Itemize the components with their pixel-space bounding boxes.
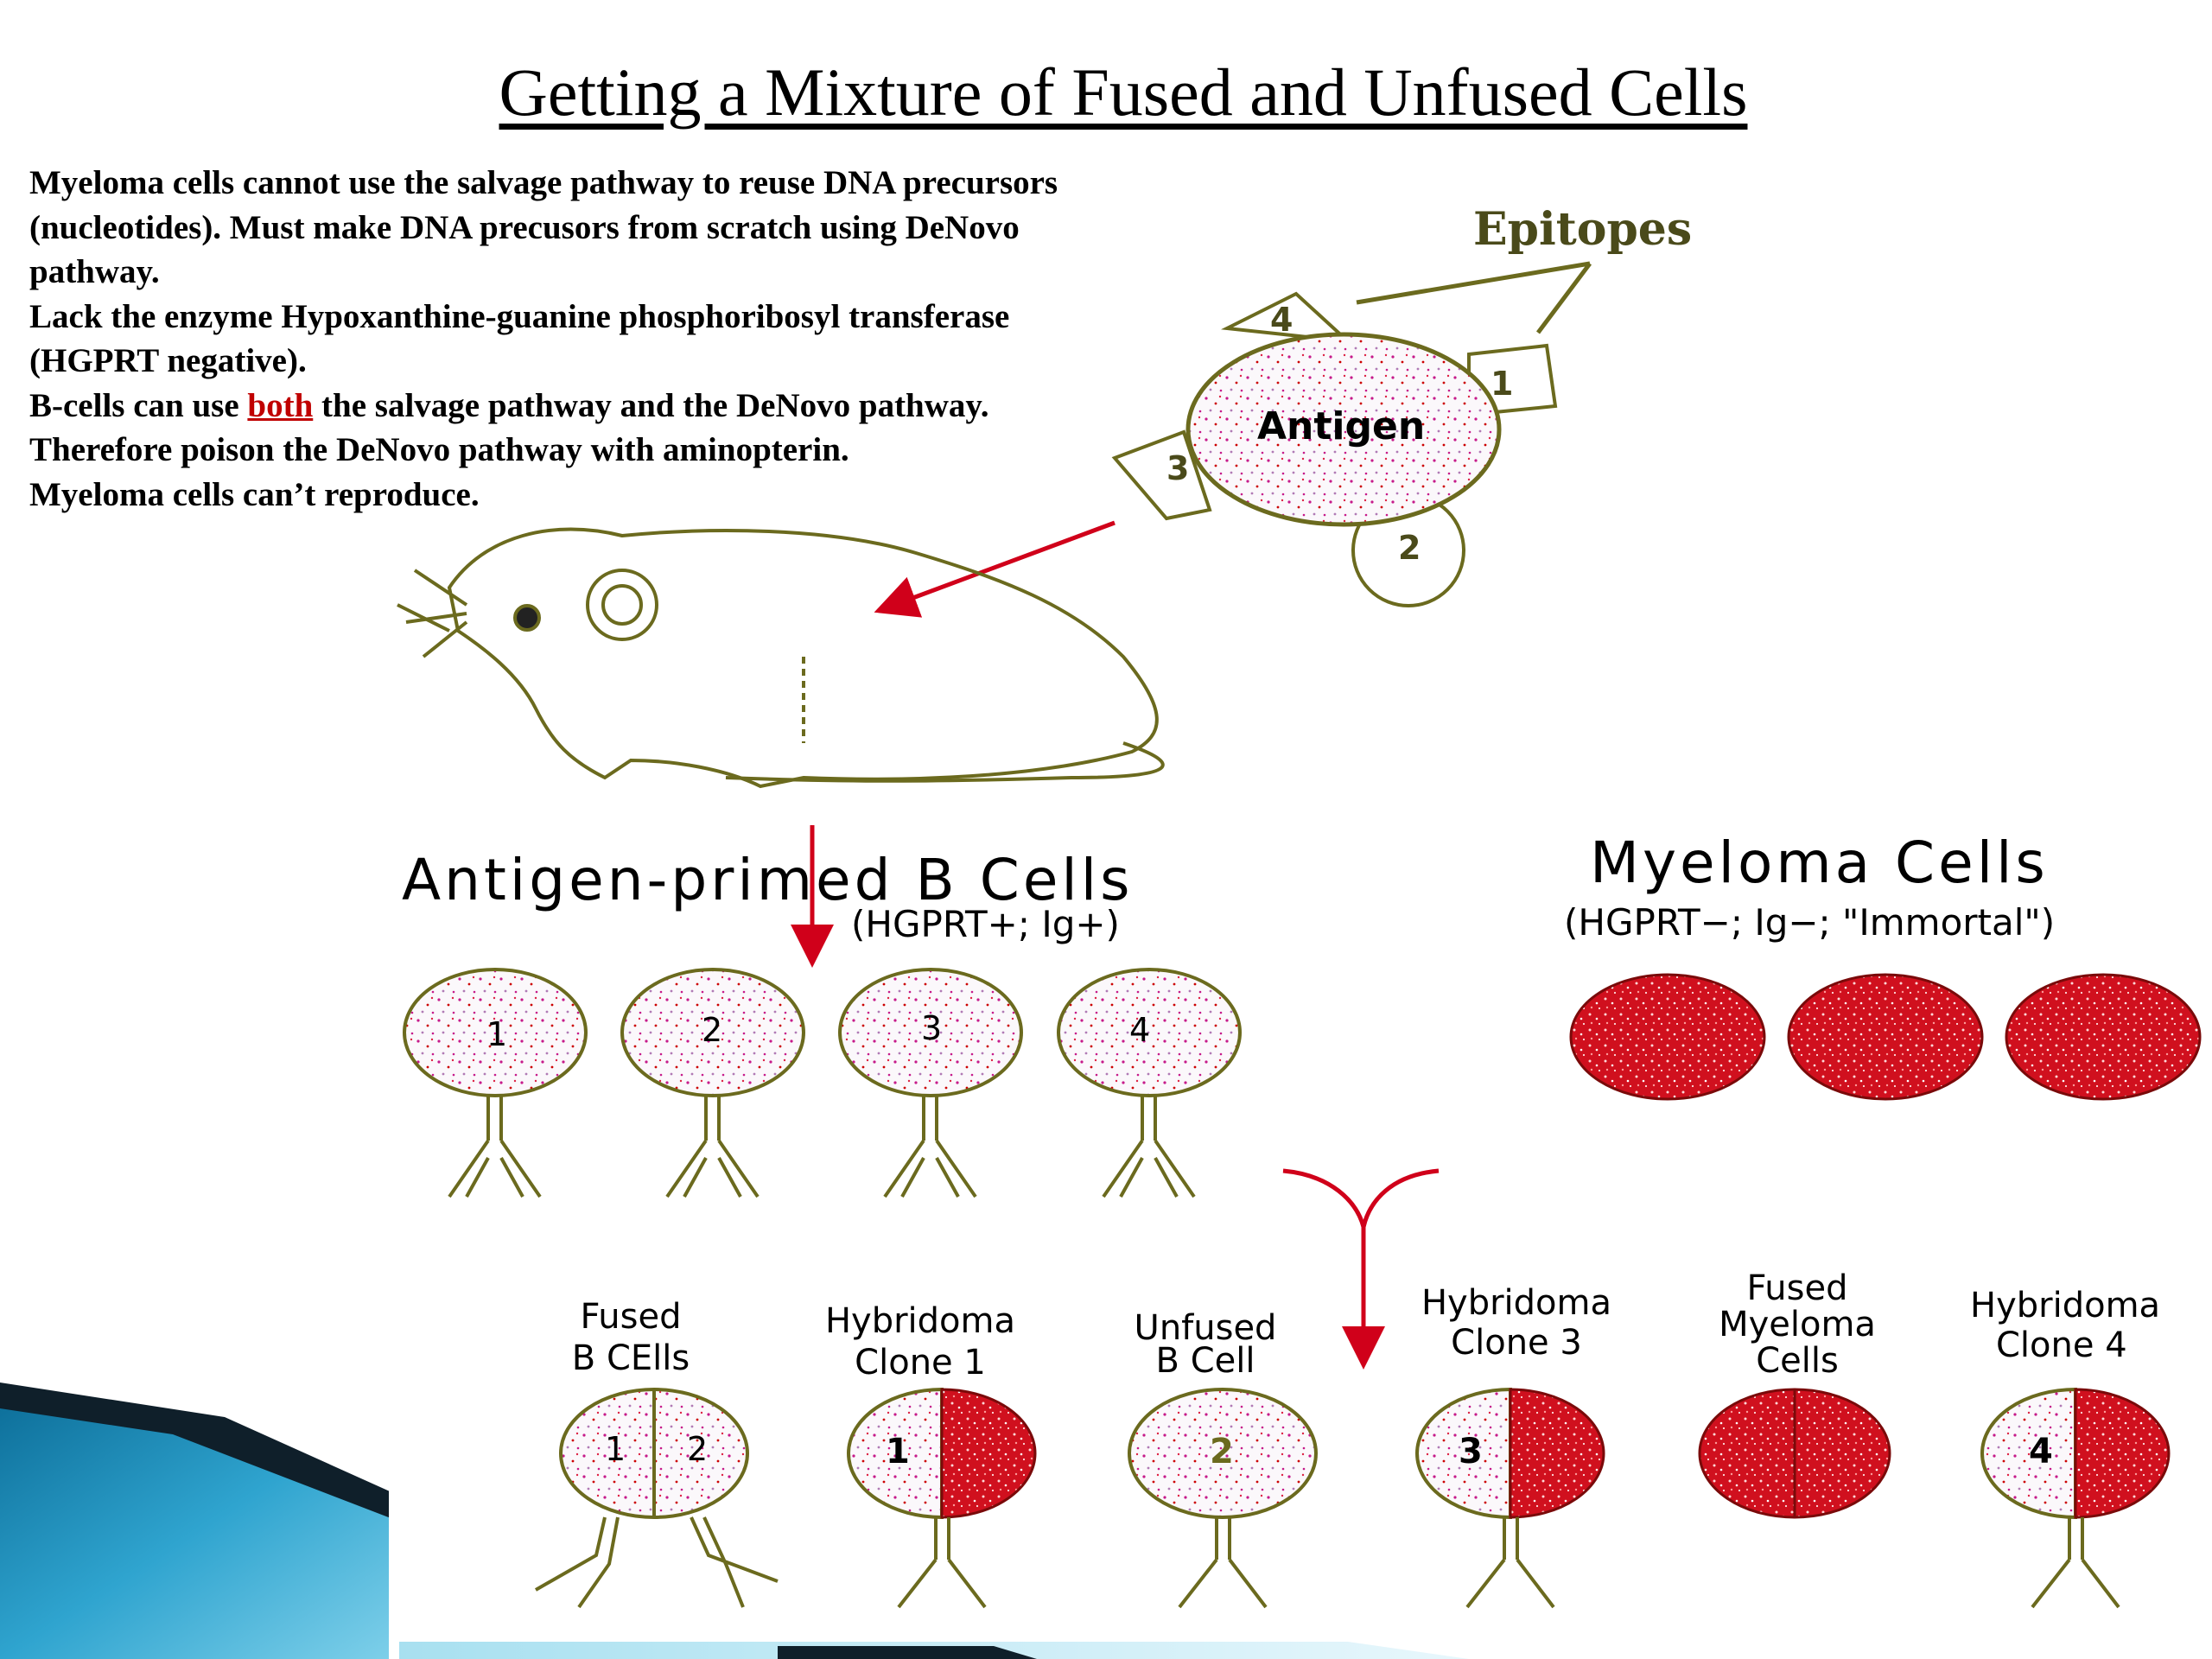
epitope-number-2: 2 <box>1398 529 1421 567</box>
product-label: Hybridoma Clone 3 <box>1395 1283 1637 1363</box>
epitope-number-4: 4 <box>1270 301 1294 339</box>
product-cell-number: 4 <box>2029 1432 2053 1471</box>
product-label-line: Cells <box>1756 1341 1839 1381</box>
bcell-number-3: 3 <box>921 1009 943 1047</box>
bcell-number-4: 4 <box>1129 1011 1151 1049</box>
product-label: Hybridoma Clone 1 <box>799 1300 1041 1383</box>
product-label-line: Myeloma <box>1719 1305 1876 1344</box>
bcell-row <box>403 968 1242 1198</box>
myeloma-row <box>1569 973 2202 1101</box>
body-text: Myeloma cells cannot use the salvage pat… <box>29 161 1239 517</box>
myeloma-subtitle: (HGPRT−; Ig−; "Immortal") <box>1564 901 2056 944</box>
product-label-line: B CElls <box>571 1338 690 1378</box>
product-label-line: Clone 3 <box>1451 1323 1582 1363</box>
product-label: Hybridoma Clone 4 <box>1970 1286 2212 1365</box>
paragraph-line: B-cells can use both the salvage pathway… <box>29 384 1239 429</box>
product-label-line: Fused <box>1746 1268 1848 1308</box>
product-cell-number: 2 <box>687 1430 709 1468</box>
product-label-line: Fused <box>580 1297 682 1337</box>
product-fused-myeloma <box>1698 1388 1891 1519</box>
product-label: Fused B CElls <box>553 1296 709 1379</box>
product-cell-number: 1 <box>605 1430 626 1468</box>
product-hybridoma-1 <box>847 1387 1037 1609</box>
product-unfused-bcell <box>1128 1388 1318 1609</box>
antigen-label: Antigen <box>1257 404 1426 448</box>
paragraph-line: Lack the enzyme Hypoxanthine-guanine pho… <box>29 297 1010 335</box>
bcell-number-2: 2 <box>702 1011 723 1049</box>
paragraph-line: pathway. <box>29 253 160 290</box>
bcell-4 <box>1057 968 1242 1198</box>
product-hybridoma-4 <box>1980 1387 2171 1609</box>
antigen-group <box>1111 261 1592 607</box>
fusion-arrow <box>1282 1168 1440 1370</box>
product-label-line: Clone 1 <box>855 1343 986 1382</box>
bcell-2 <box>620 968 805 1198</box>
product-cell-number: 1 <box>886 1432 910 1471</box>
slide-title: Getting a Mixture of Fused and Unfused C… <box>499 54 1748 130</box>
myeloma-title: Myeloma Cells <box>1590 830 2049 896</box>
paragraph-line: Myeloma cells can’t reproduce. <box>29 475 480 513</box>
paragraph-line: Myeloma cells cannot use the salvage pat… <box>29 164 1058 201</box>
product-label-line: Hybridoma <box>1970 1286 2161 1325</box>
epitope-number-3: 3 <box>1166 449 1190 487</box>
product-label-line: Clone 4 <box>1996 1325 2127 1365</box>
product-label-line: B Cell <box>1155 1341 1255 1381</box>
text-fragment: B-cells can use <box>29 386 248 424</box>
product-label: Unfused B Cell <box>1115 1308 1296 1381</box>
product-fused-bcells <box>535 1388 779 1609</box>
product-row <box>535 1387 2171 1609</box>
bcells-title: Antigen-primed B Cells <box>402 847 1134 913</box>
mouse-drawing <box>397 527 1165 789</box>
product-cell-number: 3 <box>1459 1432 1483 1471</box>
epitope-number-1: 1 <box>1491 365 1514 403</box>
bcell-3 <box>838 968 1023 1198</box>
product-label-line: Unfused <box>1134 1308 1277 1348</box>
bcells-subtitle: (HGPRT+; Ig+) <box>851 903 1120 945</box>
product-hybridoma-3 <box>1415 1387 1605 1609</box>
product-label: Fused Myeloma Cells <box>1698 1270 1897 1379</box>
product-label-line: Hybridoma <box>824 1301 1016 1341</box>
paragraph-line: (nucleotides). Must make DNA precusors f… <box>29 208 1020 246</box>
highlight-both: both <box>247 386 314 424</box>
product-label-line: Hybridoma <box>1421 1283 1612 1323</box>
paragraph-line: Therefore poison the DeNovo pathway with… <box>29 431 849 468</box>
epitopes-label: Epitopes <box>1473 203 1693 256</box>
text-fragment: the salvage pathway and the DeNovo pathw… <box>313 386 989 424</box>
bcell-number-1: 1 <box>486 1015 508 1053</box>
injection-arrow <box>874 520 1116 618</box>
product-cell-number: 2 <box>1210 1432 1234 1471</box>
paragraph-line: (HGPRT negative). <box>29 342 307 379</box>
bcell-1 <box>403 968 588 1198</box>
